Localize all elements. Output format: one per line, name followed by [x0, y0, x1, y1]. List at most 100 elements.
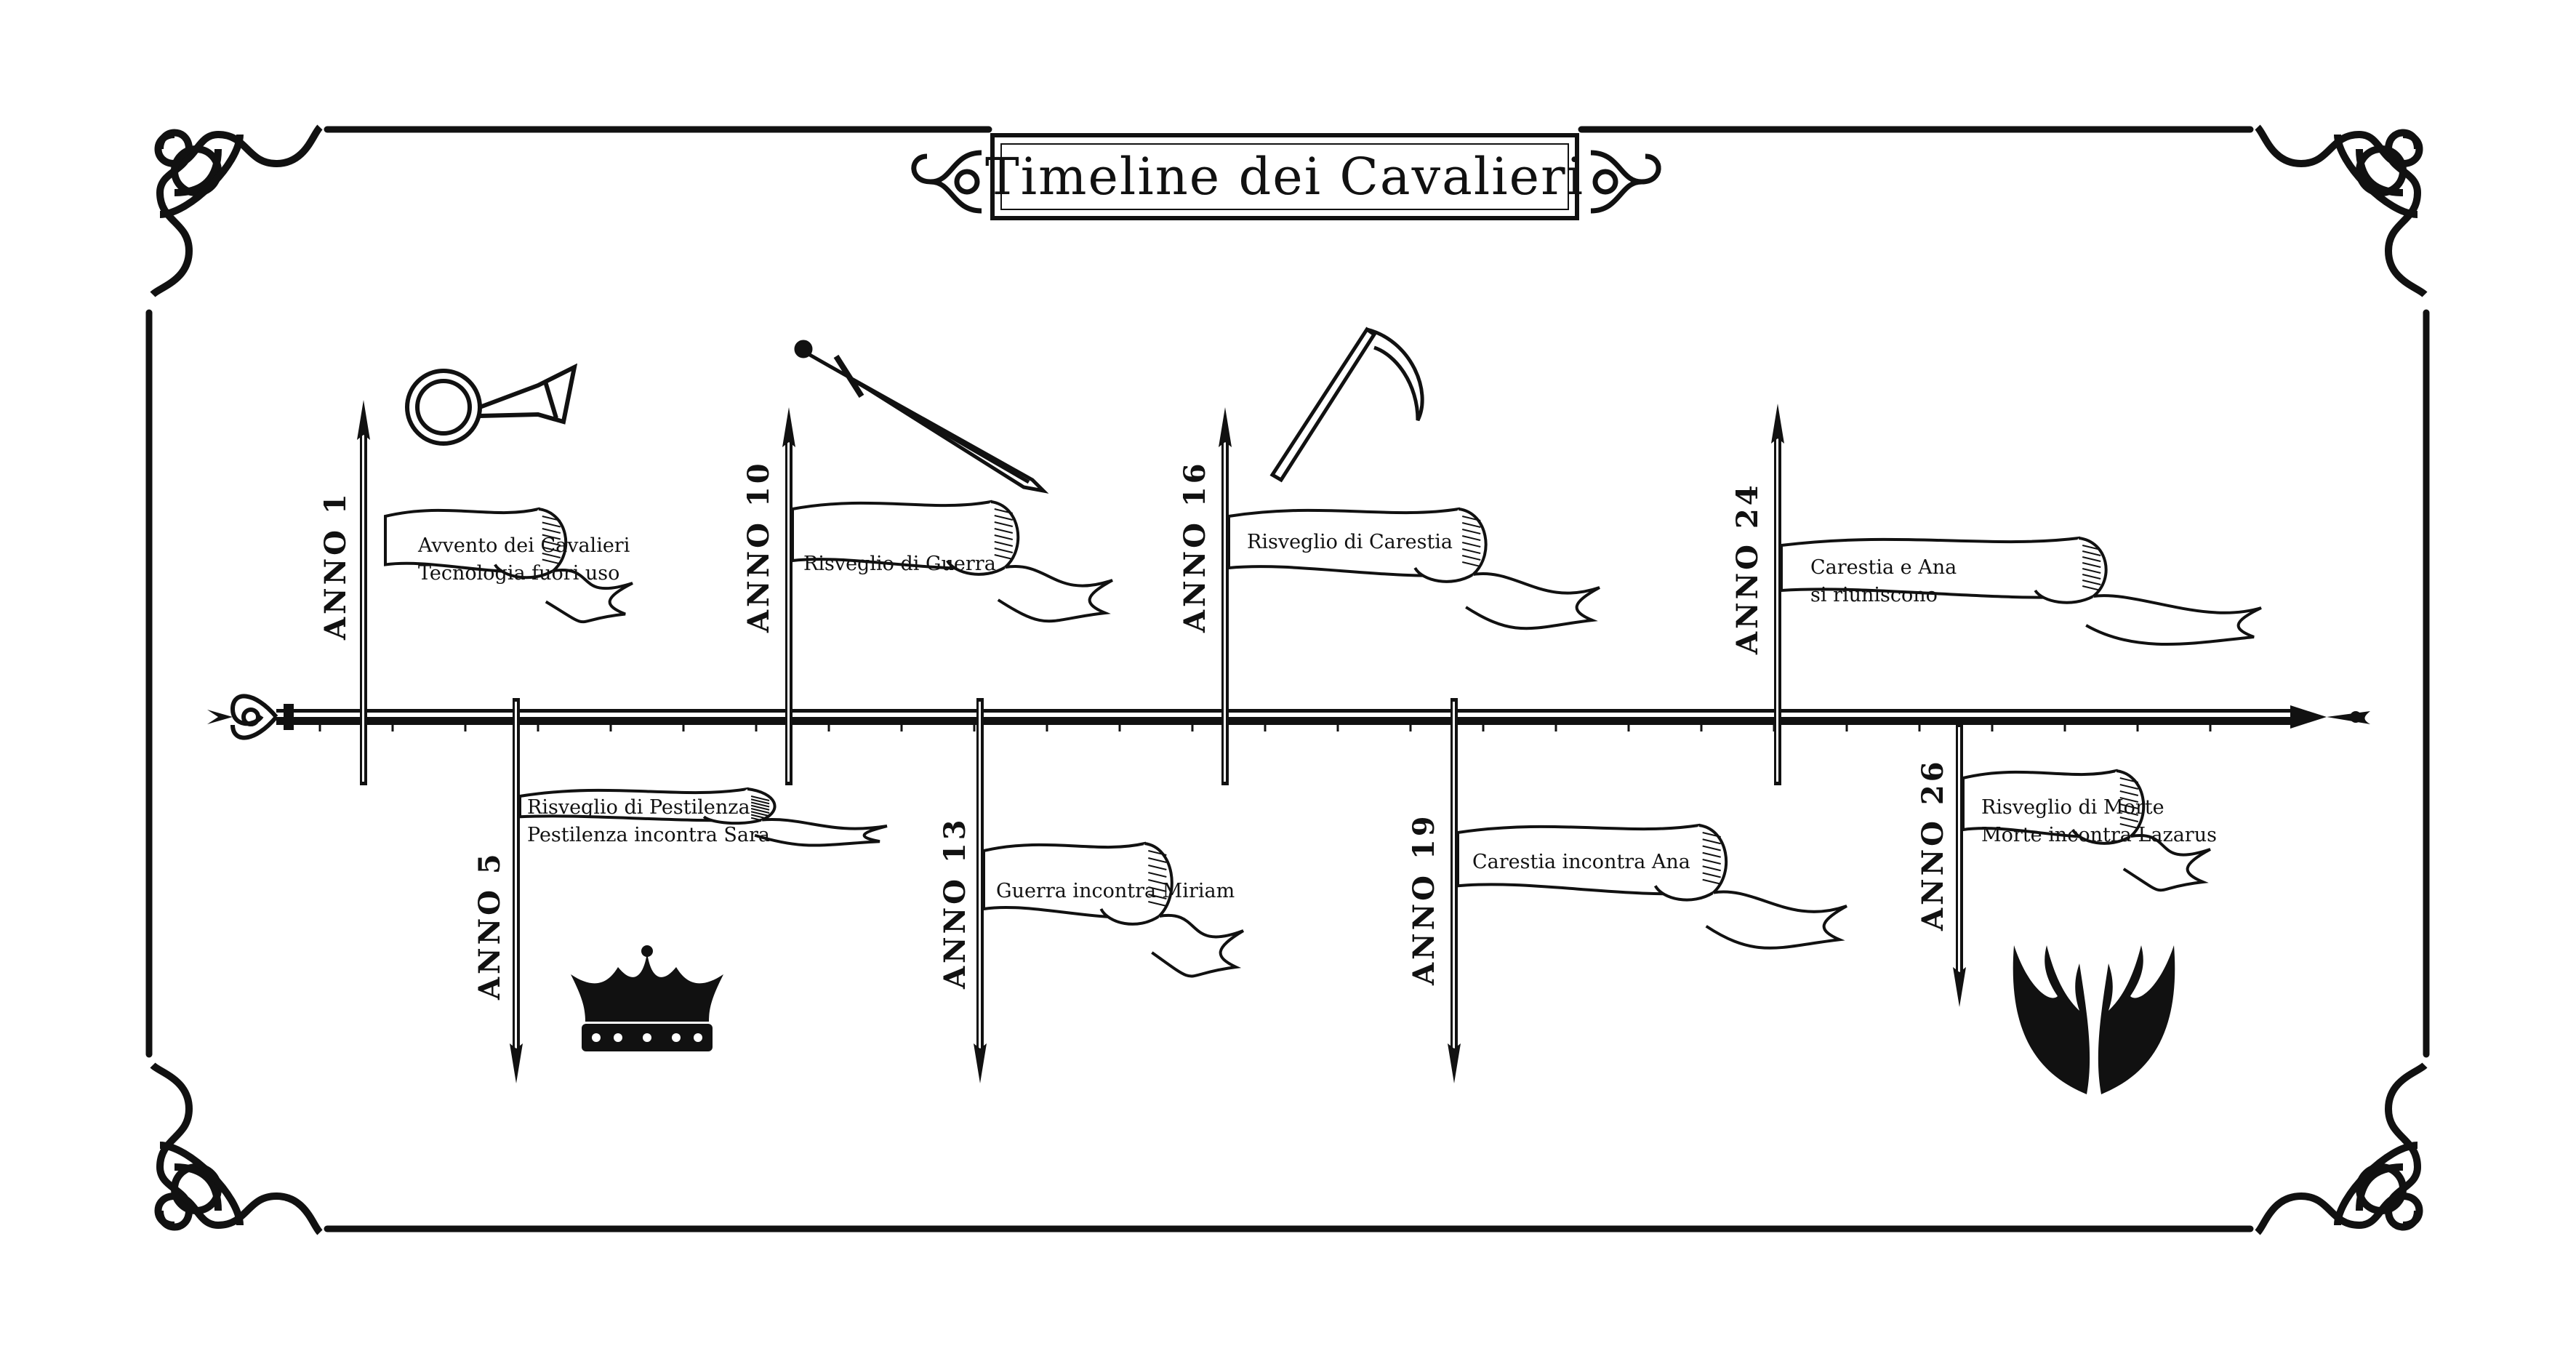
- spear-highlight: [1776, 436, 1778, 782]
- year-label: ANNO 13: [938, 817, 972, 989]
- banner-hatch: [1461, 555, 1481, 561]
- banner-hatch: [542, 558, 561, 565]
- banner-hatch: [2119, 797, 2139, 803]
- spear-highlight: [787, 440, 790, 782]
- banner-hatch: [1702, 851, 1721, 858]
- spear-highlight: [362, 433, 364, 782]
- banner-text: Risveglio di Morte: [1981, 796, 2164, 819]
- spear-highlight: [1224, 440, 1226, 782]
- banner-hatch: [2082, 545, 2101, 550]
- banner-tail: [2085, 594, 2262, 646]
- year-label: ANNO 16: [1178, 460, 1212, 633]
- spear-tip-icon: [1219, 407, 1232, 447]
- banner-text: Risveglio di Carestia: [1247, 531, 1453, 553]
- year-label: ANNO 1: [318, 491, 353, 640]
- banner-hatch: [994, 541, 1014, 547]
- crown-icon: [571, 945, 723, 1051]
- banner-hatch: [1702, 878, 1721, 885]
- banner-hatch: [2119, 803, 2139, 809]
- scythe-icon: [1269, 326, 1424, 483]
- banner-hatch: [2119, 810, 2139, 816]
- banner-hatch: [750, 808, 770, 814]
- banner-hatch: [750, 804, 770, 811]
- banner-text: Tecnologia fuori uso: [418, 562, 620, 585]
- banner-hatch: [750, 801, 770, 808]
- title-flourish-right-icon: [1590, 150, 1661, 214]
- year-label: ANNO 24: [1730, 482, 1765, 654]
- banner-hatch: [1702, 838, 1721, 845]
- banner-hatch: [750, 798, 770, 805]
- banner-hatch: [1702, 872, 1721, 878]
- banner-hatch: [2082, 556, 2101, 562]
- banner-text: Risveglio di Guerra: [803, 553, 996, 575]
- banner-tail: [997, 564, 1113, 623]
- banner-hatch: [1461, 535, 1481, 541]
- banner-hatch: [542, 516, 561, 521]
- banner-hatch: [1702, 865, 1721, 872]
- sword-icon: [794, 340, 1049, 494]
- spear-tip-icon: [974, 1043, 987, 1083]
- banner-hatch: [1702, 859, 1721, 865]
- banner-hatch: [994, 534, 1014, 540]
- banner-hatch: [1148, 879, 1167, 885]
- banner-hatch: [994, 515, 1014, 521]
- banner-hatch: [994, 554, 1014, 560]
- banner-hatch: [1702, 845, 1721, 851]
- corner-knot-bottom-left-icon: [150, 1062, 323, 1235]
- banner-tail: [754, 818, 888, 847]
- banner-text: Guerra incontra Miriam: [996, 880, 1235, 902]
- banner-tail: [2122, 833, 2211, 892]
- wings-icon: [2013, 945, 2175, 1094]
- year-label: ANNO 10: [742, 460, 776, 633]
- year-label: ANNO 5: [473, 851, 507, 1000]
- spear-tip-icon: [1448, 1043, 1461, 1083]
- spear-highlight: [1958, 727, 1960, 974]
- banner-hatch: [542, 540, 561, 546]
- banner-hatch: [2119, 777, 2139, 783]
- banner-hatch: [1461, 548, 1481, 554]
- banner-hatch: [2119, 784, 2139, 790]
- banner-hatch: [2082, 550, 2101, 556]
- banner-text: Avvento dei Cavalieri: [418, 534, 630, 557]
- spear-tip-icon: [1953, 967, 1966, 1007]
- banner-hatch: [994, 548, 1014, 553]
- banner-hatch: [2119, 790, 2139, 796]
- banner-text: Risveglio di Pestilenza: [527, 796, 750, 819]
- banner-hatch: [1461, 529, 1481, 534]
- banner-hatch: [1148, 850, 1167, 856]
- banner-hatch: [994, 521, 1014, 527]
- spear-tip-icon: [357, 400, 370, 440]
- banner-tail: [545, 569, 633, 624]
- year-label: ANNO 19: [1407, 813, 1441, 985]
- banner-hatch: [2119, 823, 2139, 829]
- spear-highlight: [979, 702, 981, 1051]
- spear-tip-icon: [1771, 404, 1784, 444]
- banner-hatch: [1148, 872, 1167, 878]
- banner-hatch: [750, 795, 770, 801]
- banner-hatch: [542, 521, 561, 528]
- corner-knot-top-left-icon: [150, 124, 323, 297]
- spear-highlight: [515, 702, 517, 1051]
- banner-hatch: [1702, 832, 1721, 838]
- spear-highlight: [1453, 702, 1455, 1051]
- banner-hatch: [542, 534, 561, 540]
- banner-hatch: [2119, 817, 2139, 822]
- banner-hatch: [542, 553, 561, 558]
- banner-hatch: [542, 546, 561, 553]
- banner-hatch: [2082, 574, 2101, 580]
- banner-hatch: [1461, 542, 1481, 548]
- corner-knot-bottom-right-icon: [2255, 1062, 2428, 1235]
- banner-tail: [1151, 913, 1245, 978]
- title-flourish-left-icon: [911, 150, 982, 214]
- spear-tip-icon: [510, 1043, 523, 1083]
- banner-tail: [1465, 572, 1600, 630]
- banner-hatch: [1148, 886, 1167, 892]
- banner-hatch: [2082, 562, 2101, 568]
- banner-text: Carestia incontra Ana: [1472, 851, 1690, 873]
- title-box: Timeline dei Cavalieri: [985, 133, 1583, 220]
- corner-knot-top-right-icon: [2255, 124, 2428, 297]
